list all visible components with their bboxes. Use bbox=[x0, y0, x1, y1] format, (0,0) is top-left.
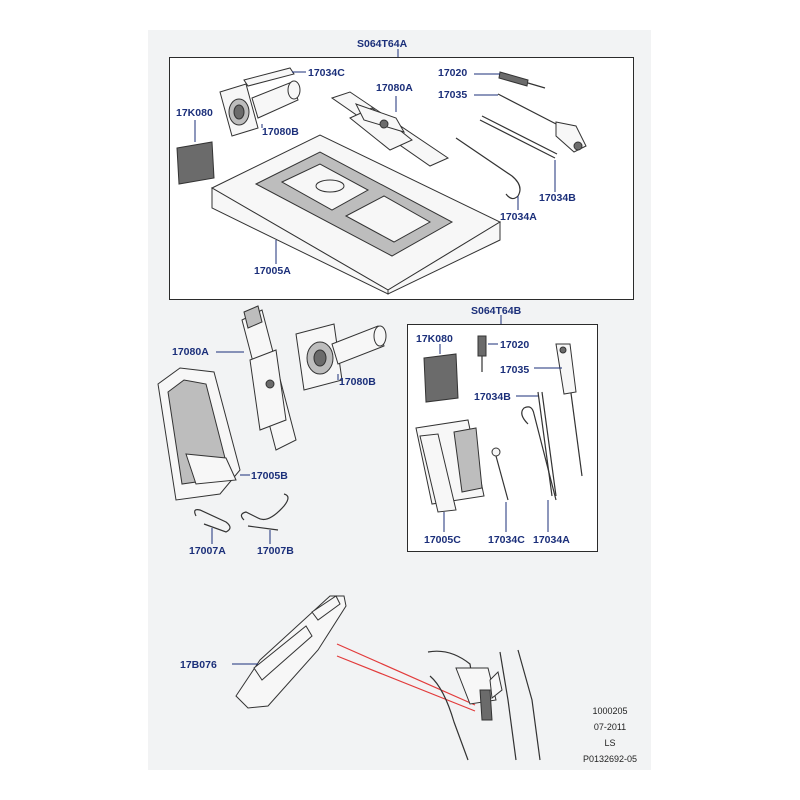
part-17034a-hook-b bbox=[521, 406, 557, 532]
footer-date: 07-2011 bbox=[593, 722, 627, 732]
part-17080a-jack-upright bbox=[216, 305, 297, 451]
part-17034b-bar bbox=[479, 115, 558, 192]
part-17k080-pouch-a bbox=[176, 120, 215, 185]
part-17034a-hook bbox=[455, 137, 521, 210]
part-17034b-bar-b bbox=[516, 391, 557, 497]
group-b-title: S064T64B bbox=[471, 305, 522, 317]
footer-ls: LS bbox=[604, 738, 616, 748]
vehicle-location-inset bbox=[336, 643, 541, 761]
part-17080b-handle-loose bbox=[295, 323, 387, 391]
part-17005b-foam-tray bbox=[157, 367, 250, 501]
label-17007a: 17007A bbox=[189, 545, 226, 557]
part-17034c-bar-b bbox=[491, 447, 509, 532]
part-17b076-bracket bbox=[232, 595, 347, 709]
label-17005a: 17005A bbox=[254, 265, 291, 277]
label-17007b: 17007B bbox=[257, 545, 294, 557]
part-17080a-jack bbox=[330, 91, 450, 167]
part-17020-screwdriver bbox=[474, 71, 546, 89]
group-a-title: S064T64A bbox=[357, 38, 408, 50]
label-17080b-a: 17080B bbox=[262, 126, 299, 138]
label-17b076: 17B076 bbox=[180, 659, 217, 671]
label-17005c: 17005C bbox=[424, 534, 461, 546]
label-17k080-b: 17K080 bbox=[416, 333, 453, 345]
part-17005a-tray bbox=[210, 134, 502, 295]
label-17020-a: 17020 bbox=[438, 67, 468, 79]
label-17005b: 17005B bbox=[251, 470, 288, 482]
label-17034b-a: 17034B bbox=[539, 192, 576, 204]
part-17035-wrench-b bbox=[534, 343, 583, 477]
part-17007b-hook bbox=[240, 493, 289, 544]
label-17034a-b: 17034A bbox=[533, 534, 570, 546]
part-17005c-roll bbox=[415, 419, 485, 532]
label-17034b-b: 17034B bbox=[474, 391, 511, 403]
footer-code: 1000205 bbox=[592, 706, 628, 716]
part-17k080-pouch-b bbox=[423, 344, 459, 403]
part-17035-wrench bbox=[474, 93, 587, 153]
label-17020-b: 17020 bbox=[500, 339, 530, 351]
label-17034c-b: 17034C bbox=[488, 534, 525, 546]
label-17034c-a: 17034C bbox=[308, 67, 345, 79]
label-17080a-loose: 17080A bbox=[172, 346, 209, 358]
label-17k080-a: 17K080 bbox=[176, 107, 213, 119]
label-17035-a: 17035 bbox=[438, 89, 468, 101]
part-17080b-handle bbox=[219, 80, 301, 137]
part-17007a-eye bbox=[194, 509, 231, 544]
label-17035-b: 17035 bbox=[500, 364, 530, 376]
footer-ref: P0132692-05 bbox=[582, 754, 638, 764]
part-17034c-bar bbox=[243, 67, 306, 87]
label-17034a-a: 17034A bbox=[500, 211, 537, 223]
label-17080b-loose: 17080B bbox=[339, 376, 376, 388]
label-17080a-a: 17080A bbox=[376, 82, 413, 94]
part-17020-screwdriver-b bbox=[477, 335, 498, 372]
